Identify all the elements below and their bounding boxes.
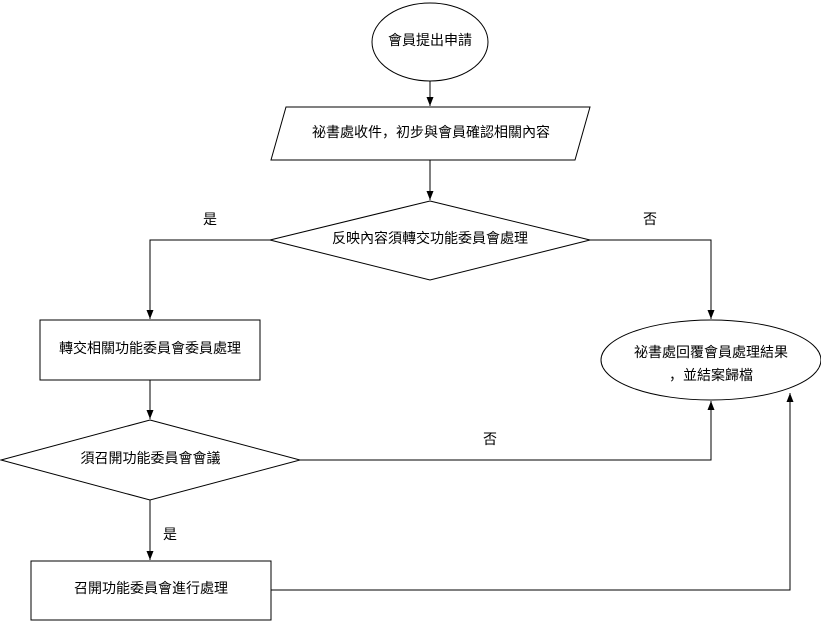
edge-decision-yes [146, 239, 270, 319]
end-label-line2: ，並結案歸檔 [669, 368, 753, 384]
start-label: 會員提出申請 [388, 33, 472, 49]
edge-meeting-no [300, 401, 715, 461]
edge-label-transfer-yes: 是 [203, 212, 217, 228]
receive-label: 祕書處收件，初步與會員確認相關內容 [312, 125, 550, 141]
edge-label-meeting-no: 否 [483, 432, 497, 448]
end-ellipse [600, 319, 821, 401]
decision-meeting-label: 須召開功能委員會會議 [80, 451, 221, 467]
edge-label-transfer-no: 否 [643, 212, 657, 228]
receive-parallelogram [270, 106, 591, 161]
edge-process-end [271, 393, 794, 591]
transfer-process-label: 轉交相關功能委員會委員處理 [59, 341, 241, 357]
edge-decision-no [590, 239, 715, 319]
edge-label-meeting-yes: 是 [163, 527, 177, 543]
decision-transfer-label: 反映內容須轉交功能委員會處理 [332, 231, 528, 247]
end-label-line1: 祕書處回覆會員處理結果 [634, 345, 788, 361]
meeting-process-label: 召開功能委員會進行處理 [74, 581, 228, 597]
decision-transfer-diamond [269, 200, 591, 281]
meeting-process-box [30, 560, 272, 621]
transfer-process-box [39, 319, 261, 381]
